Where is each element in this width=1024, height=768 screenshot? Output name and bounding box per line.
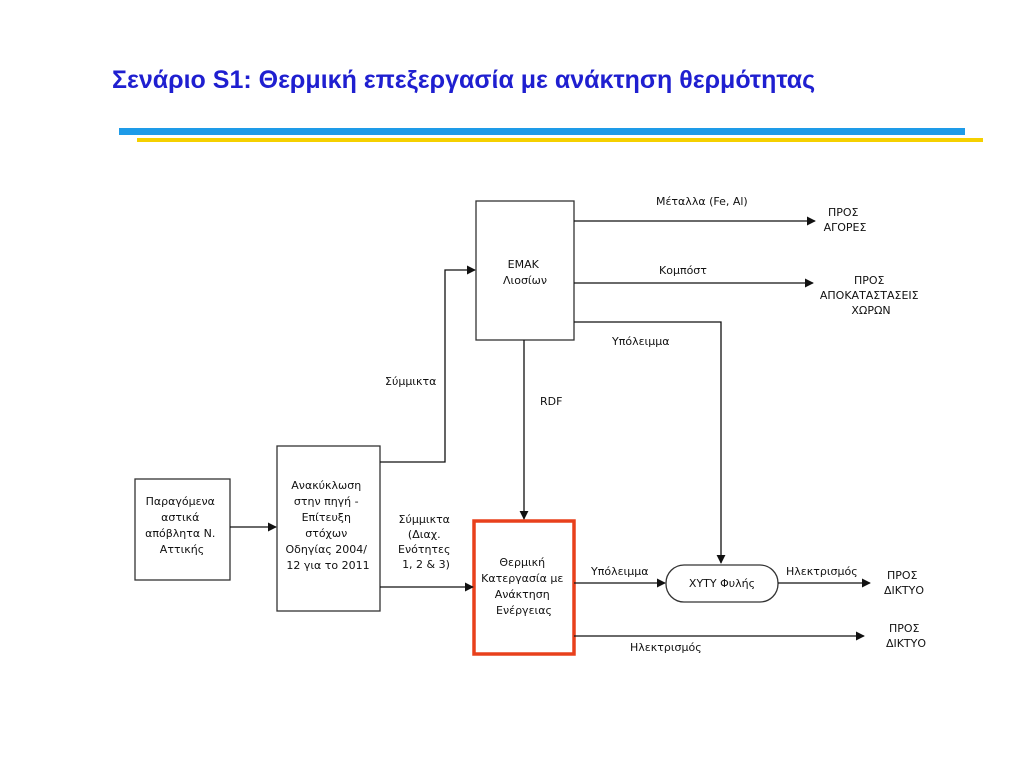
edge-emak-landfill: [574, 321, 726, 564]
landfill-label: ΧΥΤΥ Φυλής: [689, 577, 755, 590]
source-box: [134, 478, 231, 581]
rdf-label: RDF: [540, 395, 562, 408]
emak-label: ΕΜΑΚ Λιοσίων: [503, 258, 547, 287]
source-label: Παραγόμενα αστικά απόβλητα Ν. Αττικής: [145, 495, 219, 556]
dest-grid-landfill: ΠΡΟΣ ΔΙΚΤΥΟ: [884, 569, 924, 597]
thermal-label: Θερμική Κατεργασία με Ανάκτηση Ενέργειας: [481, 556, 567, 617]
metals-label: Μέταλλα (Fe, Al): [656, 195, 748, 208]
dest-restoration: ΠΡΟΣ ΑΠΟΚΑΤΑΣΤΑΣΕΙΣ ΧΩΡΩΝ: [820, 274, 922, 317]
residue-emak-label: Υπόλειμμα: [611, 335, 670, 348]
slide-title: Σενάριο S1: Θερμική επεξεργασία με ανάκτ…: [112, 66, 816, 94]
dest-grid-thermal: ΠΡΟΣ ΔΙΚΤΥΟ: [886, 622, 926, 650]
dest-markets: ΠΡΟΣ ΑΓΟΡΕΣ: [824, 206, 867, 234]
emak-box: [475, 200, 575, 341]
thermal-box: [472, 519, 576, 656]
edge-recycling-emak: [380, 265, 476, 463]
recycling-label: Ανακύκλωση στην πηγή - Επίτευξη στόχων Ο…: [286, 479, 371, 572]
electricity-thermal-label: Ηλεκτρισμός: [630, 641, 702, 654]
residue-thermal-label: Υπόλειμμα: [590, 565, 649, 578]
recycling-box: [276, 445, 381, 612]
title-underline-yellow: [137, 138, 983, 142]
mixed-mid-label: Σύμμικτα (Διαχ. Ενότητες 1, 2 & 3): [398, 513, 454, 571]
electricity-landfill-label: Ηλεκτρισμός: [786, 565, 858, 578]
compost-label: Κομπόστ: [659, 264, 707, 277]
title-underline-blue: [119, 128, 965, 135]
mixed-top-label: Σύμμικτα: [385, 375, 436, 388]
